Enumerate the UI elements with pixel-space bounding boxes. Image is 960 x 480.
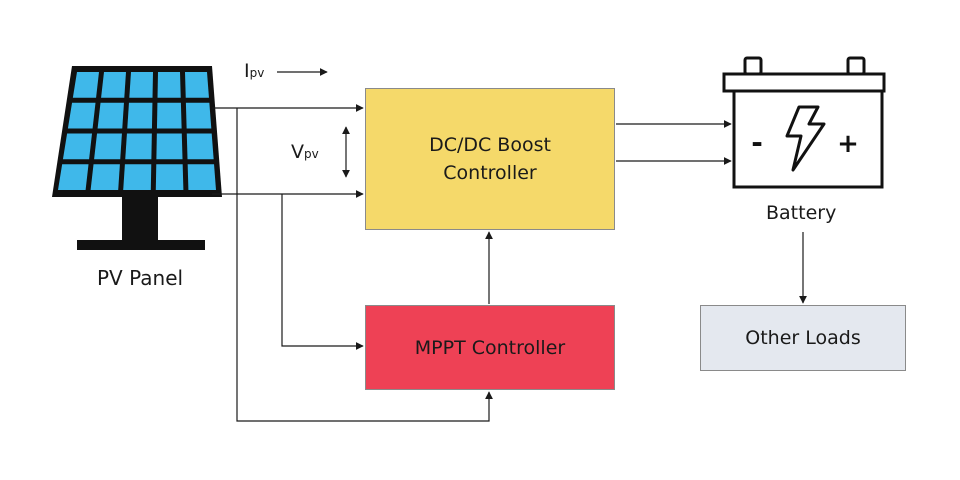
solar-cell	[62, 133, 93, 160]
voltage-subscript: pv	[304, 147, 319, 161]
solar-cell	[155, 164, 184, 190]
boost-label-line2: Controller	[443, 162, 537, 184]
current-label: Ipv	[244, 60, 264, 82]
solar-panel-icon	[52, 66, 222, 250]
solar-cell	[157, 72, 181, 98]
battery-plus-sign: +	[837, 129, 859, 159]
pv-panel-label: PV Panel	[97, 266, 184, 290]
solar-cell	[72, 72, 99, 98]
wire-current-sense-to-mppt	[236, 108, 493, 422]
wire-voltage-sense-to-mppt	[281, 194, 364, 350]
loads-label: Other Loads	[745, 327, 861, 349]
solar-cell	[123, 164, 152, 190]
solar-cell	[125, 133, 152, 160]
voltage-label: Vpv	[291, 141, 319, 163]
current-subscript: pv	[249, 66, 265, 80]
solar-cell	[186, 133, 214, 160]
solar-cell	[101, 72, 126, 98]
solar-cell	[185, 102, 212, 129]
solar-cell	[127, 102, 153, 129]
battery-label: Battery	[766, 202, 837, 224]
mppt-label: MPPT Controller	[414, 336, 566, 359]
boost-label-line1: DC/DC Boost	[429, 134, 551, 156]
solar-cell	[187, 164, 216, 190]
battery-icon: - +	[722, 56, 886, 189]
solar-cell	[94, 133, 122, 160]
other-loads-block: Other Loads	[700, 305, 906, 371]
solar-cell	[185, 72, 209, 98]
solar-cell	[129, 72, 153, 98]
solar-cell	[58, 164, 89, 190]
battery-minus-sign: -	[751, 126, 763, 159]
solar-cell	[67, 102, 96, 129]
mppt-controller-block: MPPT Controller	[365, 305, 615, 390]
dcdc-boost-controller-block: DC/DC Boost Controller	[365, 88, 615, 230]
solar-cell	[156, 102, 182, 129]
current-symbol: I	[244, 60, 250, 82]
solar-cell	[156, 133, 183, 160]
solar-cell	[90, 164, 120, 190]
voltage-symbol: V	[291, 141, 304, 163]
solar-cell	[97, 102, 124, 129]
